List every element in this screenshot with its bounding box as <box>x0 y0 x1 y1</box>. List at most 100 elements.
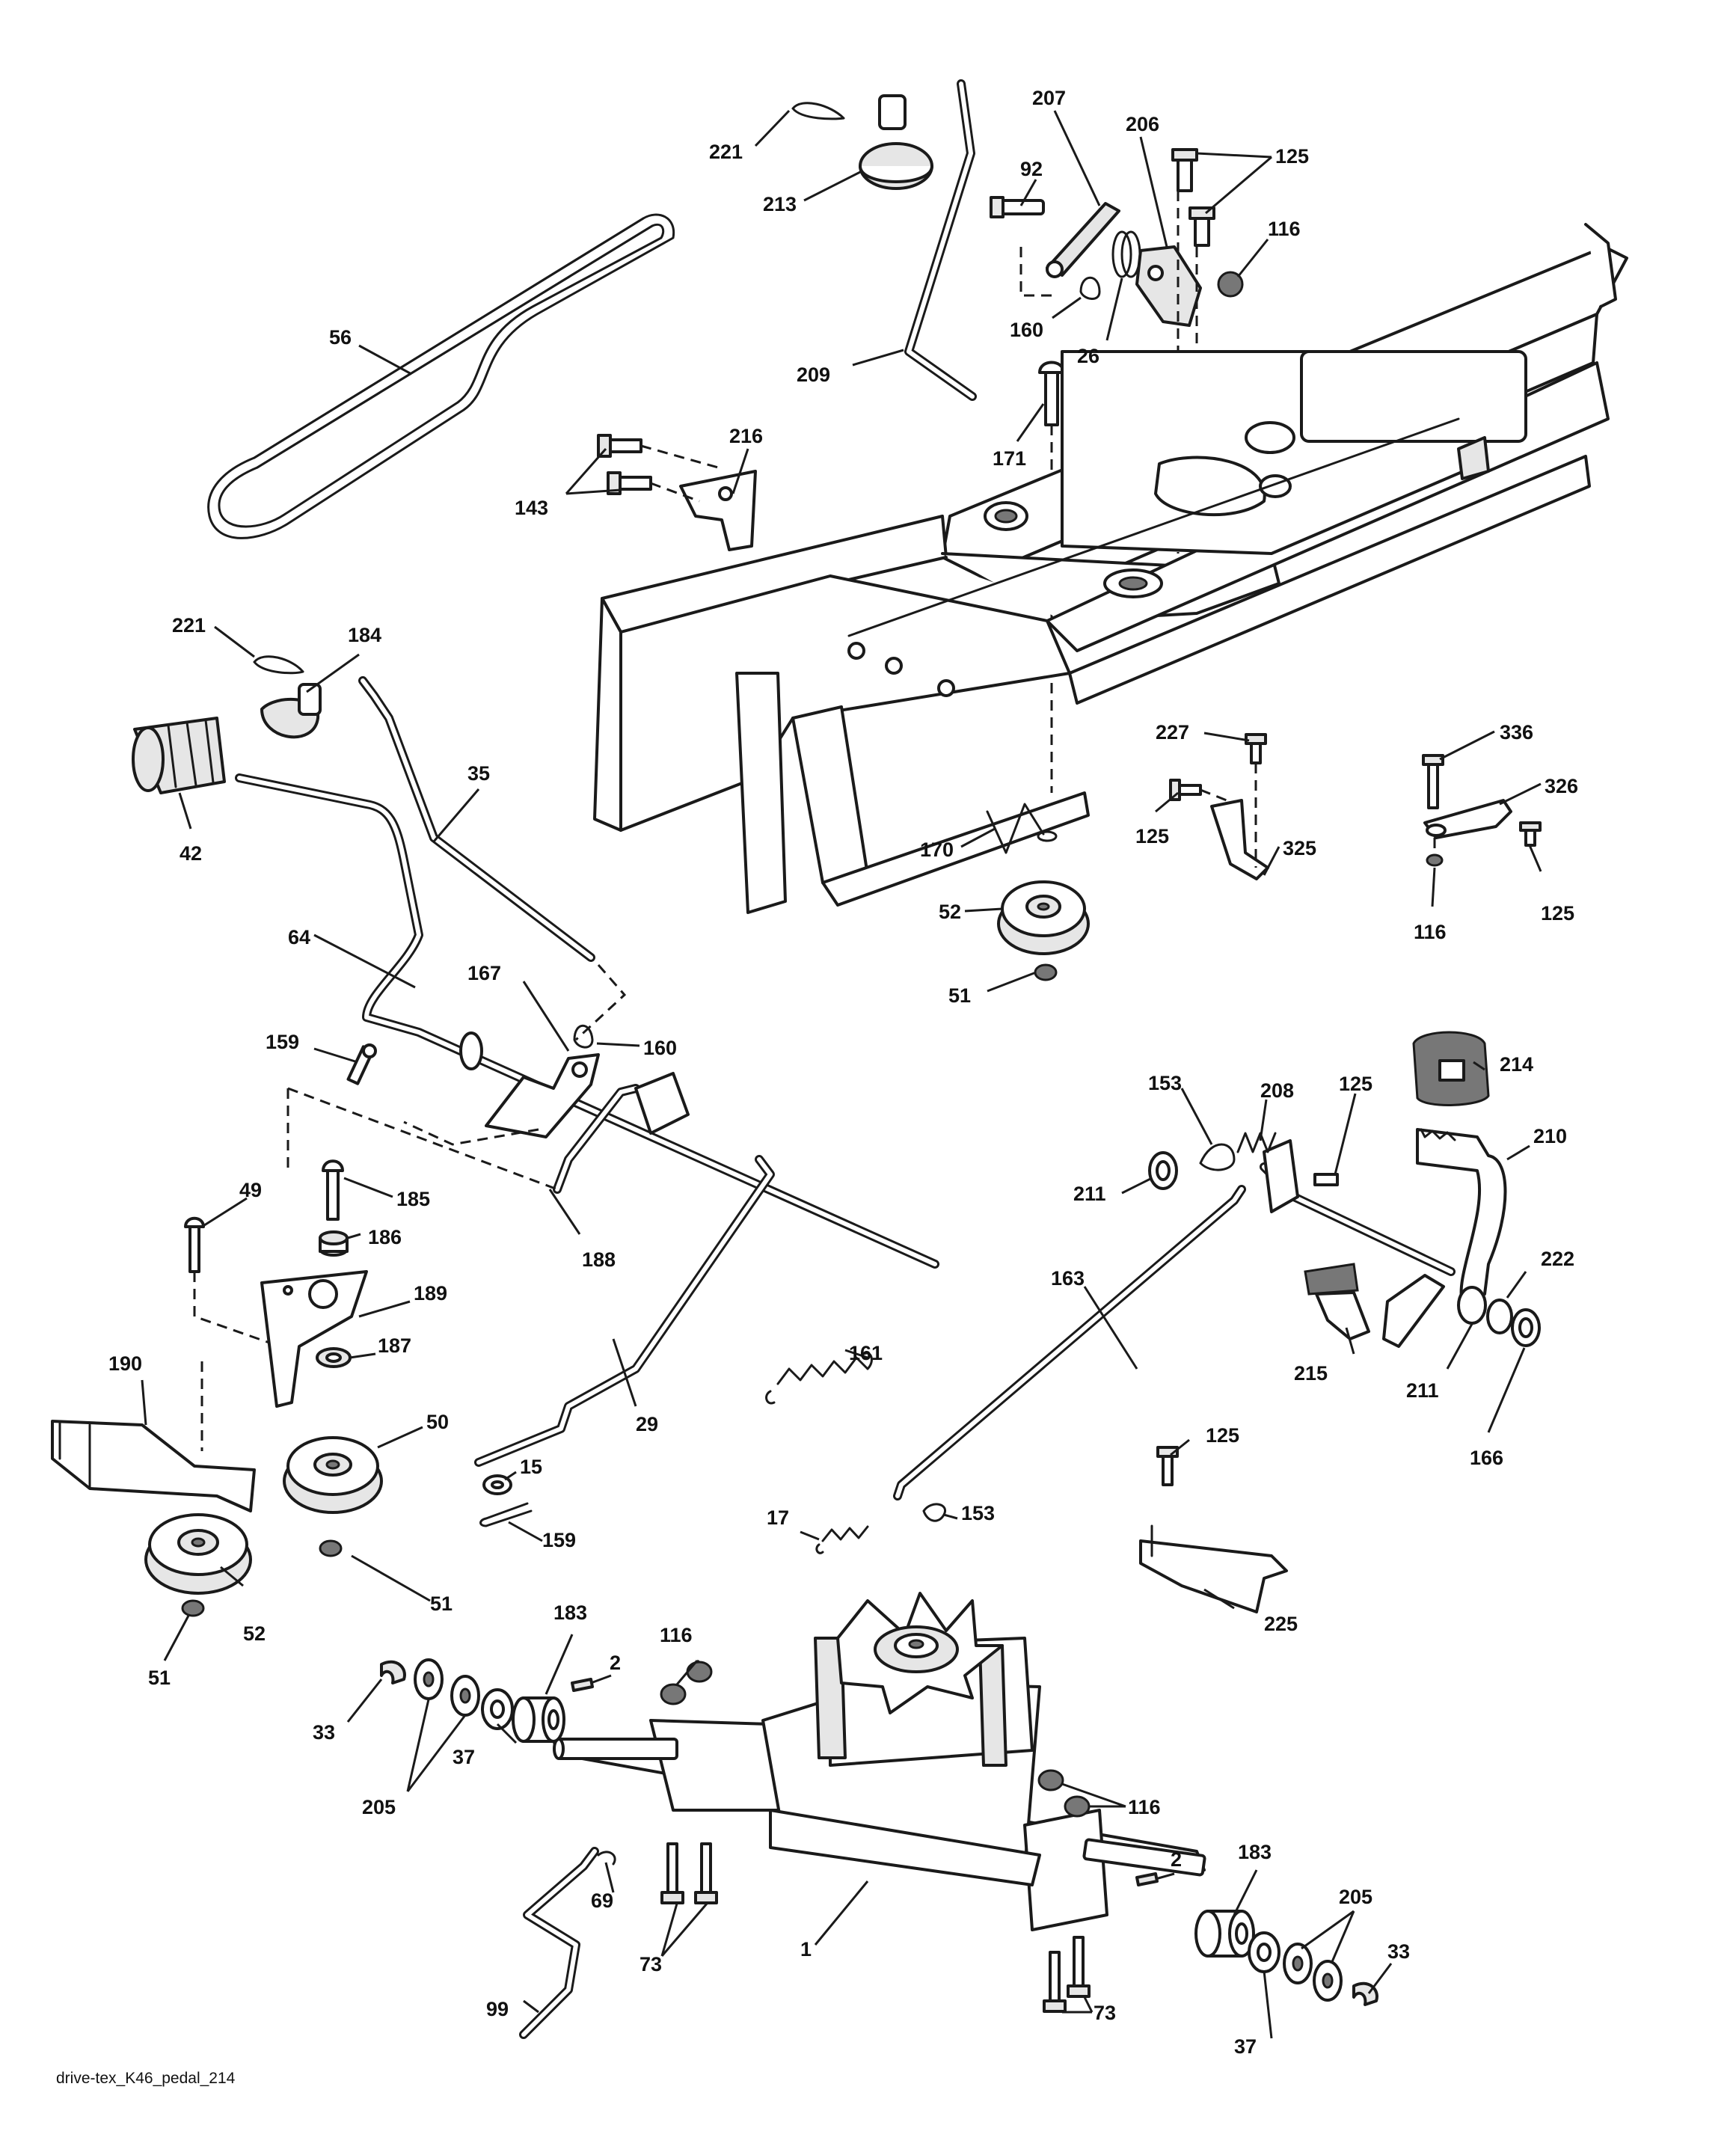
nut-51c <box>181 1599 205 1617</box>
callout-170: 170 <box>920 839 954 861</box>
spring-26 <box>1111 230 1141 278</box>
washer-15 <box>482 1474 512 1495</box>
nut-116a <box>1217 271 1244 298</box>
callout-216: 216 <box>729 425 763 447</box>
nut-116b <box>1426 853 1444 867</box>
pedal-210 <box>1416 1128 1507 1303</box>
callout-125-right: 125 <box>1541 902 1574 925</box>
lever-207 <box>1046 202 1120 278</box>
callout-125-lower: 125 <box>1206 1424 1239 1447</box>
callout-222: 222 <box>1541 1248 1574 1270</box>
callout-125-mid: 125 <box>1135 825 1169 847</box>
hairpin-160b <box>573 1024 594 1049</box>
transaxle-1 <box>552 1592 1206 1931</box>
callout-183-left: 183 <box>553 1601 587 1624</box>
callout-92: 92 <box>1020 158 1043 180</box>
bracket-216 <box>679 470 757 551</box>
cotter-159b <box>479 1502 533 1527</box>
callout-26: 26 <box>1077 345 1099 367</box>
callout-64: 64 <box>288 926 310 948</box>
callout-209: 209 <box>797 364 830 386</box>
callout-116-lower: 116 <box>660 1624 693 1646</box>
leader-lines <box>141 109 1542 2039</box>
washer-222 <box>1486 1299 1513 1334</box>
tractor-frame <box>593 223 1628 914</box>
callout-211-left: 211 <box>1073 1183 1106 1205</box>
callout-29: 29 <box>636 1413 658 1435</box>
bracket-325 <box>1210 799 1269 880</box>
plate-189 <box>260 1270 368 1408</box>
callout-206: 206 <box>1126 113 1159 135</box>
callout-51-top: 51 <box>948 984 971 1007</box>
nuts-116d <box>1037 1769 1091 1818</box>
shift-lever-64 <box>235 773 939 1269</box>
callout-160-top: 160 <box>1010 319 1043 341</box>
washer-187 <box>316 1347 352 1368</box>
washer-211a <box>1148 1151 1178 1190</box>
nuts-116c <box>660 1661 713 1705</box>
pedal-215 <box>1304 1263 1370 1340</box>
right-axle <box>1082 1838 1206 1877</box>
callout-73-right: 73 <box>1094 2002 1116 2024</box>
hairpin-221 <box>791 102 845 120</box>
pulley-52a <box>997 880 1090 955</box>
callout-37-left: 37 <box>453 1746 475 1768</box>
callout-labels: 221 213 207 206 125 92 116 160 26 56 209… <box>108 87 1578 2058</box>
callout-161: 161 <box>849 1342 883 1364</box>
bracket-210b <box>1382 1274 1445 1348</box>
diagram-caption: drive-tex_K46_pedal_214 <box>56 2070 236 2087</box>
left-axle <box>553 1738 678 1760</box>
bushing-183a <box>512 1696 565 1743</box>
callout-33-left: 33 <box>313 1721 335 1744</box>
spring-161 <box>765 1352 873 1405</box>
callout-99: 99 <box>486 1998 509 2020</box>
callout-163: 163 <box>1051 1267 1085 1290</box>
pedal-pad-214 <box>1412 1031 1490 1106</box>
rod-163 <box>893 1185 1246 1500</box>
bolt-125e <box>1156 1446 1179 1486</box>
callout-153-lower: 153 <box>961 1502 995 1524</box>
callout-159-lower: 159 <box>542 1529 576 1551</box>
callout-2-right: 2 <box>1171 1848 1182 1871</box>
spring-208 <box>1236 1132 1277 1153</box>
callout-52-lower: 52 <box>243 1622 266 1645</box>
callout-51-mid: 51 <box>430 1592 453 1615</box>
callout-221-top: 221 <box>709 141 743 163</box>
callout-336: 336 <box>1500 721 1533 744</box>
washer-166 <box>1511 1308 1541 1347</box>
clip-170 <box>986 803 1058 854</box>
callout-207: 207 <box>1032 87 1066 109</box>
callout-37-right: 37 <box>1234 2035 1257 2058</box>
callout-15: 15 <box>520 1456 542 1478</box>
nut-51a <box>1034 963 1058 981</box>
washer-211b <box>1457 1286 1487 1325</box>
callout-52-top: 52 <box>939 901 961 923</box>
callout-1: 1 <box>800 1938 812 1961</box>
callout-116-trans: 116 <box>1128 1796 1161 1818</box>
callout-50: 50 <box>426 1411 449 1433</box>
callout-215: 215 <box>1294 1362 1328 1385</box>
bolts-73a <box>660 1842 718 1904</box>
washers-205b <box>1283 1943 1343 2002</box>
callout-326: 326 <box>1545 775 1578 797</box>
clip-153a <box>1199 1143 1236 1171</box>
hairpin-160a <box>1079 276 1101 300</box>
callout-17: 17 <box>767 1506 789 1529</box>
bracket-326 <box>1423 799 1512 839</box>
pulley-50 <box>283 1436 383 1514</box>
callout-35: 35 <box>467 762 490 785</box>
bushing-183b <box>1194 1910 1255 1958</box>
pin-125d <box>1313 1173 1339 1186</box>
callout-225: 225 <box>1264 1613 1298 1635</box>
shield-190 <box>51 1420 256 1512</box>
bolts-73b <box>1043 1936 1091 2013</box>
callout-73-left: 73 <box>640 1953 662 1975</box>
callout-184: 184 <box>348 624 381 646</box>
rod-99 <box>519 1847 599 2039</box>
nut-51b <box>319 1539 343 1557</box>
callout-221-mid: 221 <box>172 614 206 637</box>
callout-159-mid: 159 <box>266 1031 299 1053</box>
bushing-186 <box>319 1230 349 1257</box>
callout-214: 214 <box>1500 1053 1533 1076</box>
